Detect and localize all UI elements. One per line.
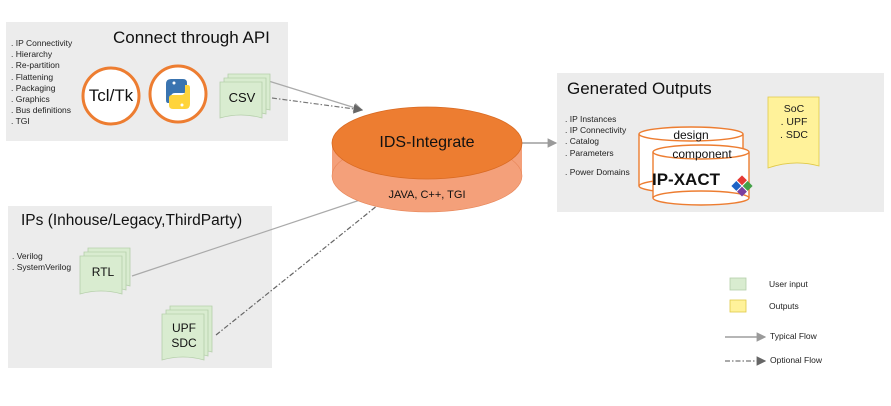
- typical-flow-arrow: [261, 78, 364, 113]
- ipxact-logo-icon: [731, 175, 753, 197]
- legend-typical-flow-label: Typical Flow: [770, 331, 817, 341]
- list-item: Verilog: [12, 251, 71, 262]
- typical-flow-arrow: [131, 192, 380, 277]
- ips-panel: [8, 206, 272, 368]
- rtl-label: RTL: [91, 265, 115, 279]
- python-circle: [148, 64, 208, 124]
- optional-flow-arrow: [271, 97, 364, 114]
- legend-outputs-label: Outputs: [769, 301, 799, 311]
- api-feature-list: IP Connectivity Hierarchy Re-partition F…: [11, 38, 73, 128]
- legend-optional-flow-label: Optional Flow: [770, 355, 822, 365]
- sdc-label: SDC: [171, 336, 197, 350]
- component-label: component: [672, 147, 732, 161]
- ips-format-list: Verilog SystemVerilog: [12, 251, 71, 273]
- python-icon: [166, 79, 190, 109]
- ipxact-label: IP-XACT: [652, 170, 720, 189]
- power-domains-item: Power Domains: [565, 167, 630, 178]
- outputs-panel-title: Generated Outputs: [567, 79, 712, 98]
- csv-document-icon: [219, 73, 271, 119]
- list-item: Power Domains: [565, 167, 630, 178]
- list-item: SoC: [783, 103, 805, 115]
- list-item: . SDC: [779, 129, 808, 141]
- list-item: . UPF: [780, 116, 808, 128]
- list-item: Bus definitions: [11, 105, 72, 116]
- list-item: Catalog: [565, 136, 626, 147]
- tcl-tk-label: Tcl/Tk: [88, 86, 134, 105]
- list-item: SystemVerilog: [12, 262, 71, 273]
- list-item: Parameters: [565, 148, 626, 159]
- legend-outputs-swatch: [729, 299, 747, 313]
- list-item: IP Instances: [565, 114, 626, 125]
- list-item: Graphics: [11, 94, 72, 105]
- upf-sdc-document-icon: [161, 305, 213, 361]
- languages-label: JAVA, C++, TGI: [388, 189, 466, 201]
- design-label: design: [673, 128, 709, 142]
- component-cylinder: [652, 144, 750, 206]
- outputs-feature-list: IP Instances IP Connectivity Catalog Par…: [565, 114, 627, 159]
- legend-user-input-swatch: [729, 277, 747, 291]
- list-item: Re-partition: [11, 60, 72, 71]
- ips-panel-title: IPs (Inhouse/Legacy,ThirdParty): [21, 212, 243, 229]
- api-panel-title: Connect through API: [113, 28, 270, 47]
- upf-label: UPF: [172, 321, 196, 335]
- legend-user-input-label: User input: [769, 279, 808, 289]
- csv-label: CSV: [228, 90, 256, 105]
- list-item: Flattening: [11, 72, 72, 83]
- tcl-tk-circle: [81, 66, 141, 126]
- list-item: IP Connectivity: [565, 125, 627, 136]
- output-document-icon: [767, 96, 820, 169]
- list-item: Hierarchy: [11, 49, 72, 60]
- ids-integrate-cylinder: [331, 106, 523, 213]
- list-item: IP Connectivity: [11, 38, 73, 49]
- output-file-list: SoC . UPF . SDC: [770, 103, 818, 142]
- ids-integrate-label: IDS-Integrate: [379, 134, 475, 151]
- list-item: TGI: [11, 116, 72, 127]
- rtl-document-icon: [79, 247, 131, 295]
- list-item: Packaging: [11, 83, 72, 94]
